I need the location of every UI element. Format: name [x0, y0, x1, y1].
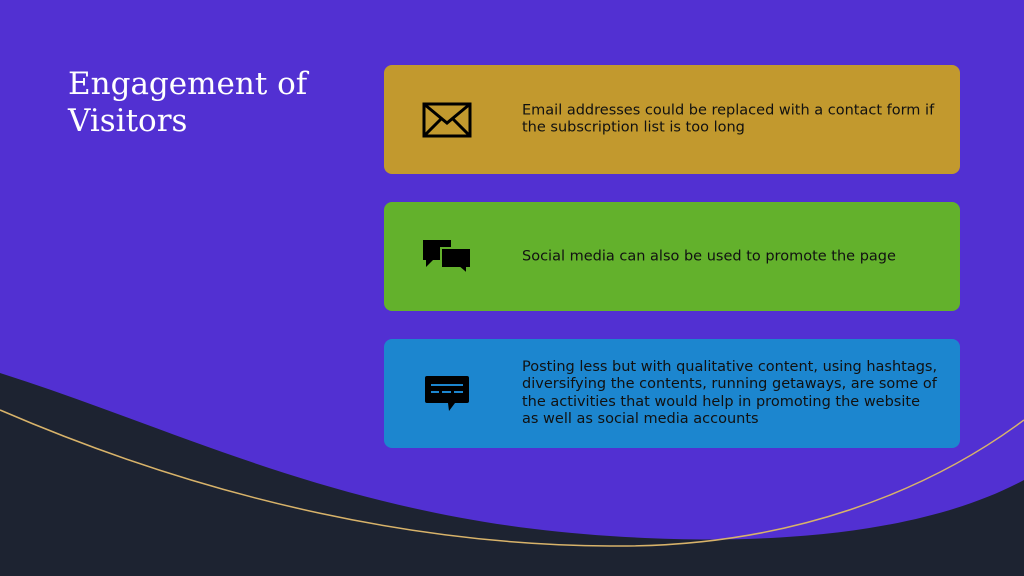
info-card-posting: Posting less but with qualitative conten… [384, 339, 960, 448]
page-title: Engagement of Visitors [68, 66, 308, 139]
card-text-email: Email addresses could be replaced with a… [522, 102, 935, 136]
card-text-social-media: Social media can also be used to promote… [522, 247, 896, 264]
message-icon [420, 372, 474, 416]
accent-curve-line [0, 409, 1024, 547]
info-card-social-media: Social media can also be used to promote… [384, 202, 960, 311]
footer-wave-shape [0, 373, 1024, 576]
info-card-email: Email addresses could be replaced with a… [384, 65, 960, 174]
envelope-icon [420, 98, 474, 142]
chat-bubbles-icon [420, 235, 474, 279]
card-text-posting: Posting less but with qualitative conten… [522, 358, 938, 428]
